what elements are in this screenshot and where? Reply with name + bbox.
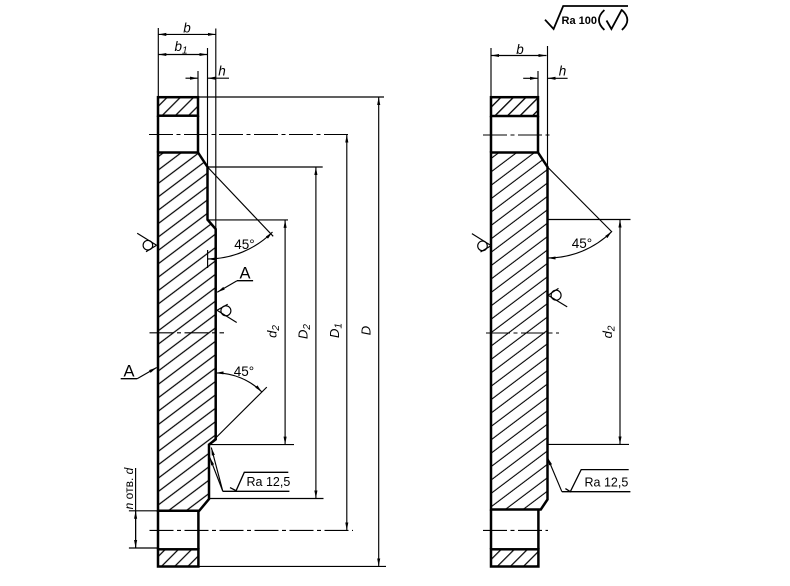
svg-text:h: h (559, 64, 567, 79)
svg-text:n отв. d: n отв. d (122, 467, 136, 509)
svg-text:45°: 45° (572, 236, 592, 251)
svg-text:D: D (359, 326, 374, 335)
svg-text:Ra 100: Ra 100 (562, 15, 597, 27)
svg-text:45°: 45° (234, 364, 254, 379)
svg-text:45°: 45° (234, 237, 254, 252)
svg-text:b: b (516, 42, 524, 57)
svg-text:A: A (123, 363, 134, 381)
svg-text:b: b (183, 21, 191, 36)
svg-text:h: h (218, 64, 226, 79)
svg-text:A: A (239, 265, 250, 283)
svg-text:Ra 12,5: Ra 12,5 (585, 476, 629, 490)
svg-text:Ra 12,5: Ra 12,5 (247, 475, 291, 489)
